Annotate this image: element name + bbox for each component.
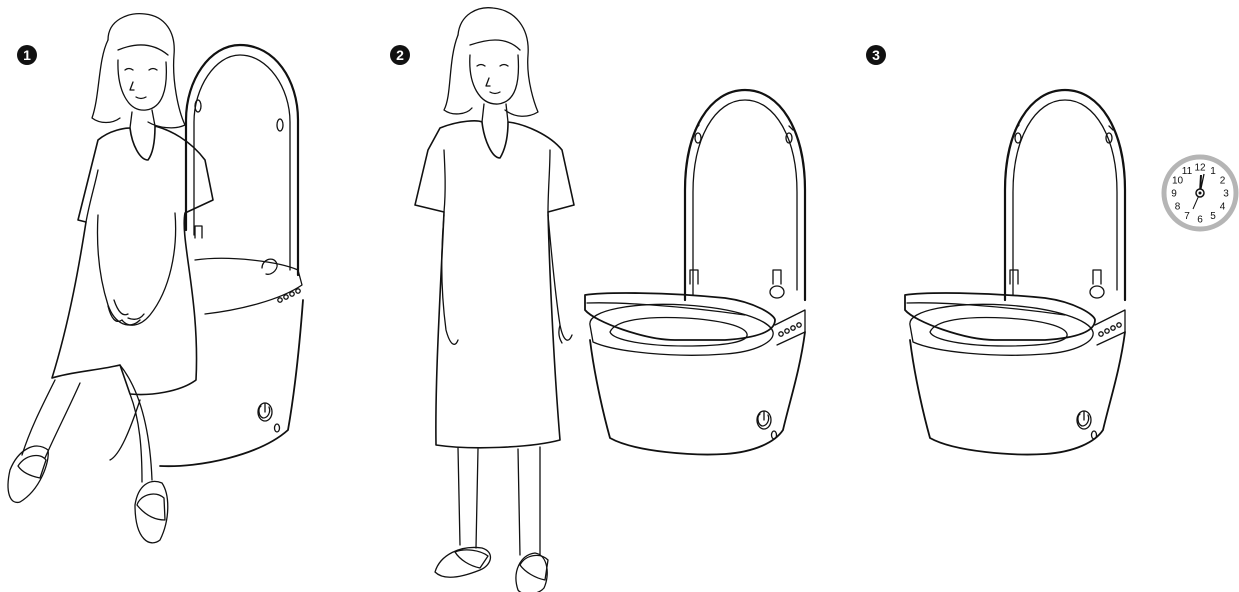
clock-numeral: 6 [1197, 215, 1203, 226]
clock-numeral: 12 [1194, 163, 1206, 174]
clock-numeral: 7 [1184, 211, 1190, 222]
clock-numeral: 8 [1175, 202, 1181, 213]
clock-numeral: 3 [1223, 189, 1229, 200]
clock-numeral: 4 [1220, 202, 1226, 213]
toilet-lid-open [905, 90, 1125, 454]
toilet-with-seated-woman [8, 14, 303, 543]
clock-numeral: 11 [1182, 166, 1193, 177]
clock-numeral: 1 [1210, 166, 1216, 177]
clock-numeral: 2 [1220, 176, 1226, 187]
clock-numeral: 9 [1171, 189, 1177, 200]
toilet-lid-open [585, 90, 805, 454]
standing-woman [415, 8, 574, 592]
clock-numeral: 5 [1210, 211, 1216, 222]
clock-numeral: 10 [1172, 176, 1184, 187]
